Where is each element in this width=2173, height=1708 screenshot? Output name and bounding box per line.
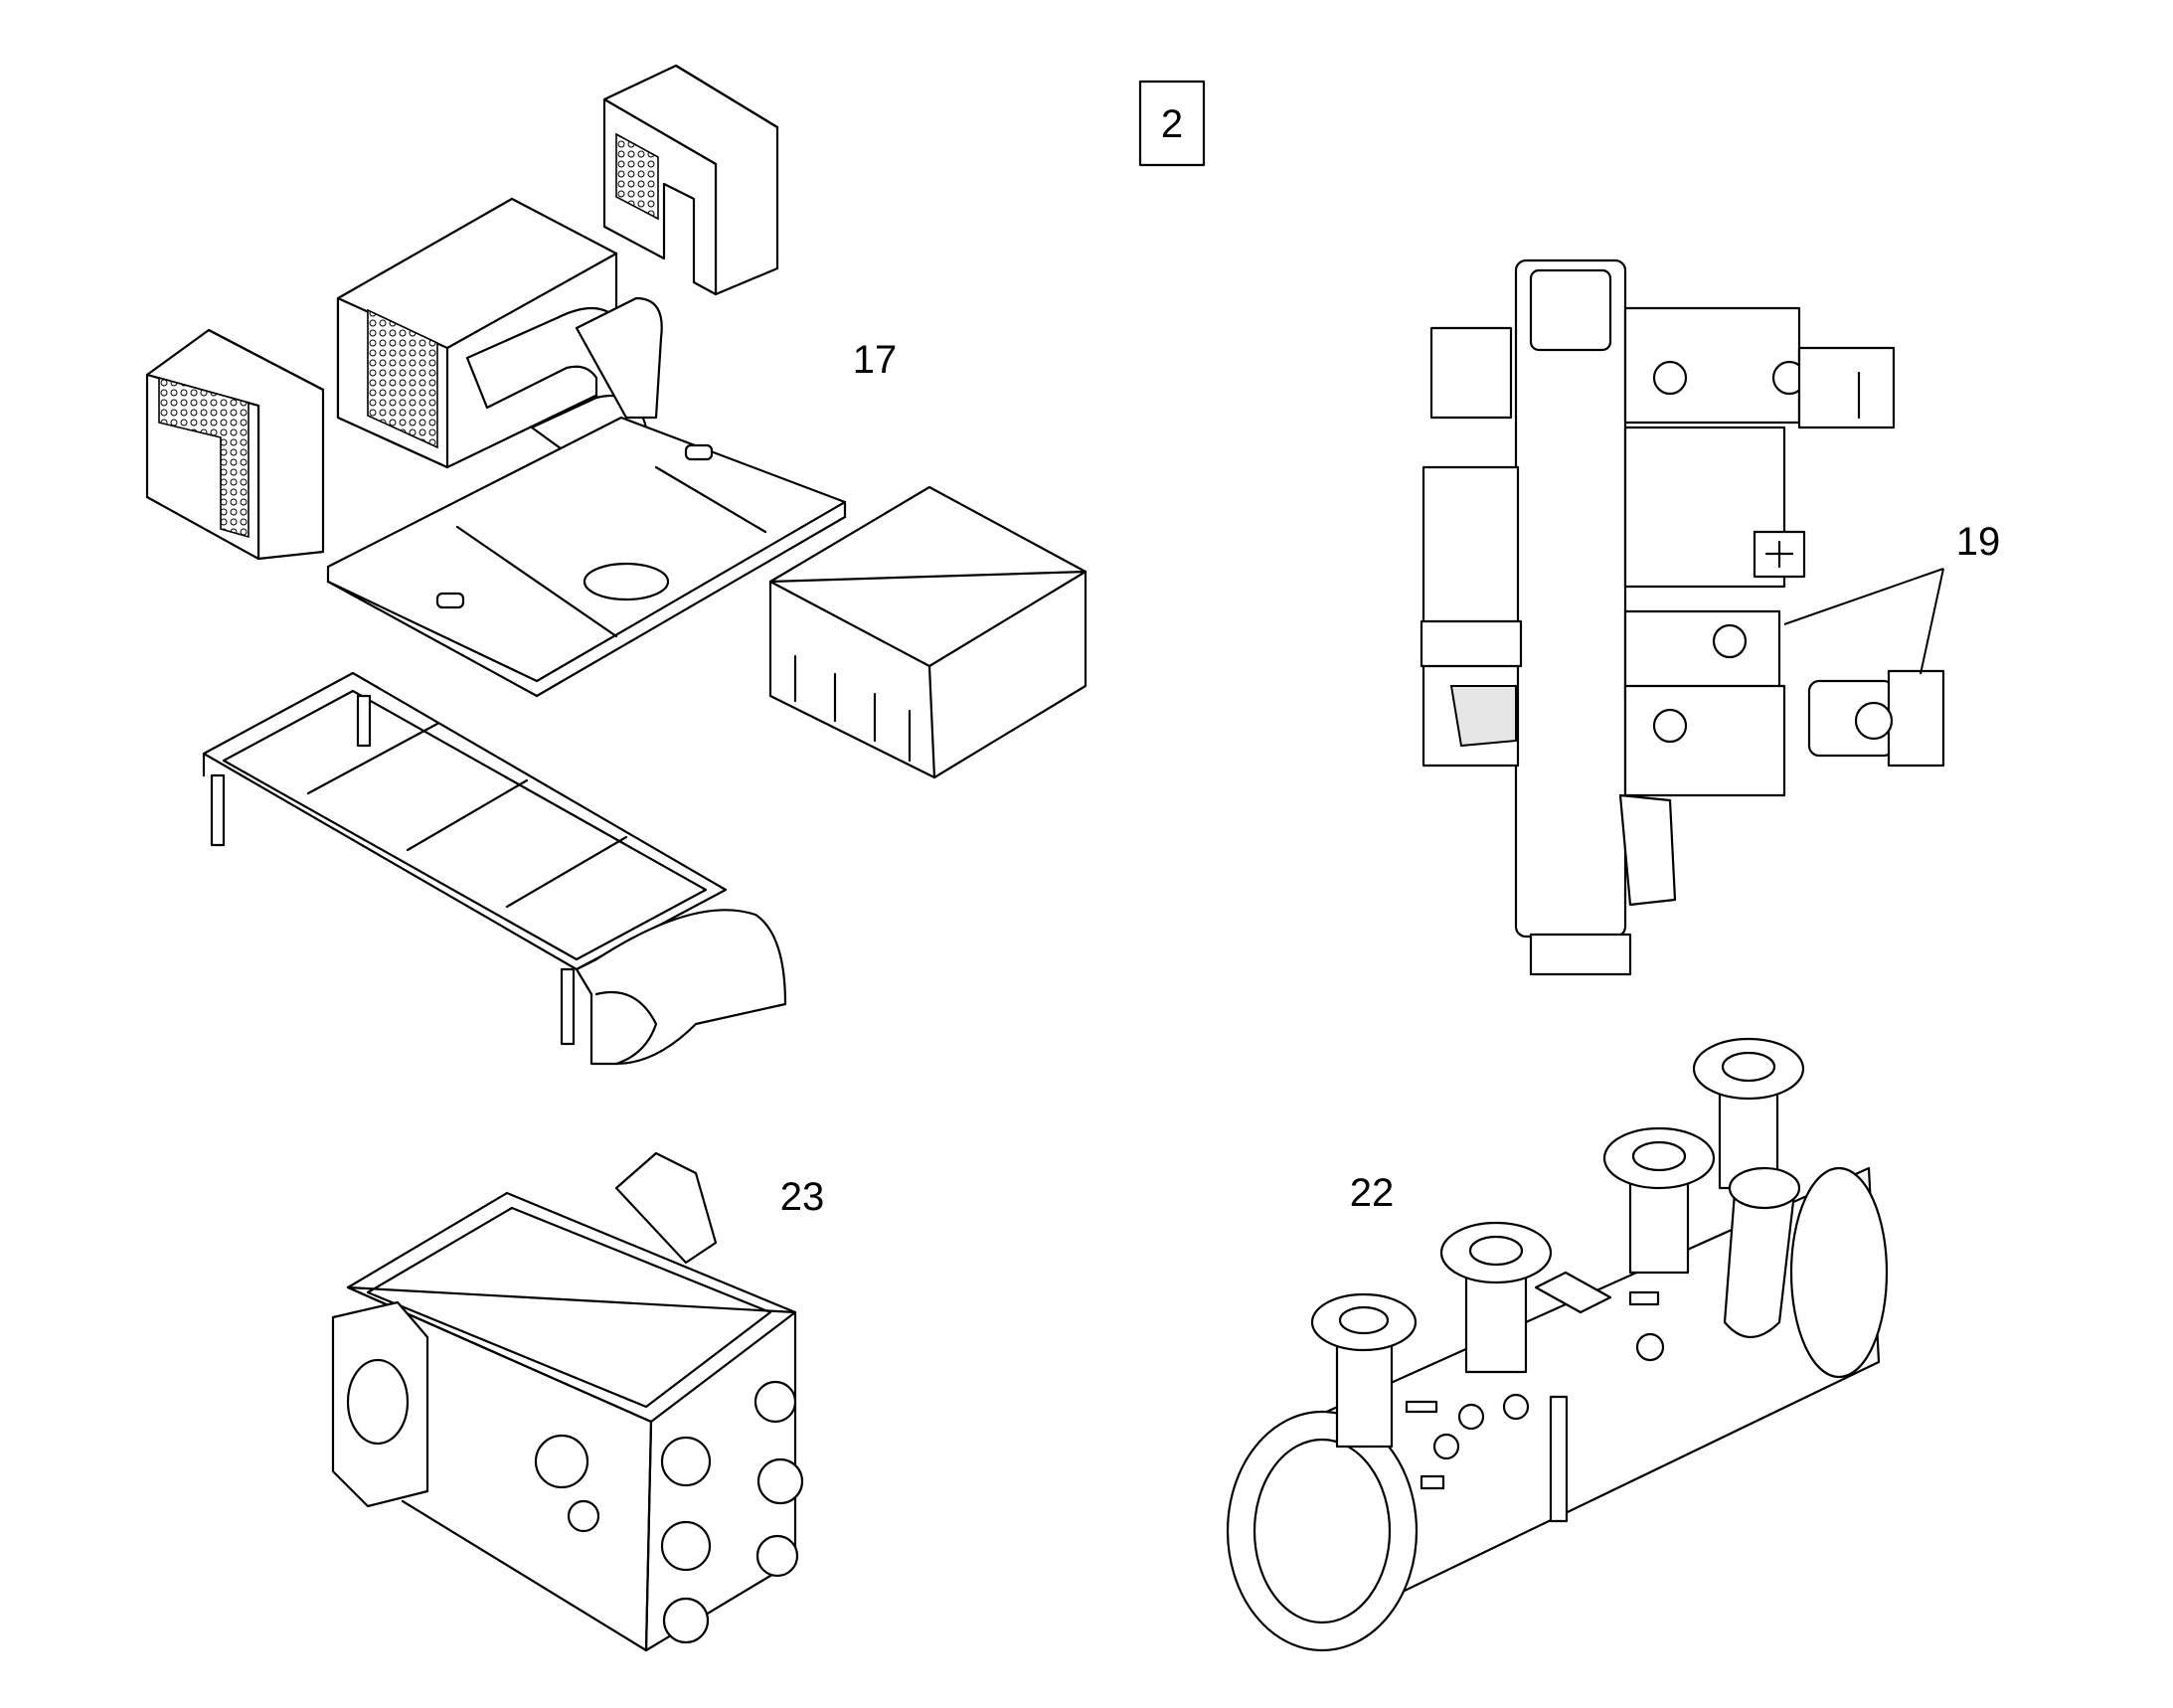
- callout-17: 17: [853, 338, 898, 382]
- callout-19: 19: [1956, 520, 2001, 564]
- assembly-17: 17: [145, 64, 1087, 1066]
- right-hood-cover: [602, 64, 779, 296]
- sheet-number-box: 2: [1138, 80, 1206, 167]
- left-hood-cover: [145, 328, 325, 561]
- callout-22: 22: [1350, 1171, 1395, 1215]
- base-plate: [326, 416, 847, 698]
- callout-23: 23: [780, 1175, 825, 1219]
- sheet-number: 2: [1161, 102, 1183, 146]
- support-frame: [202, 671, 787, 1066]
- enclosure-box: [768, 485, 1087, 779]
- flange-stacks: [1310, 1037, 1805, 1449]
- blower-box: [336, 197, 618, 469]
- assembly-22: 22: [1226, 1037, 1889, 1652]
- assembly-23: 23: [331, 1151, 825, 1652]
- assembly-19: 19: [1420, 258, 2001, 976]
